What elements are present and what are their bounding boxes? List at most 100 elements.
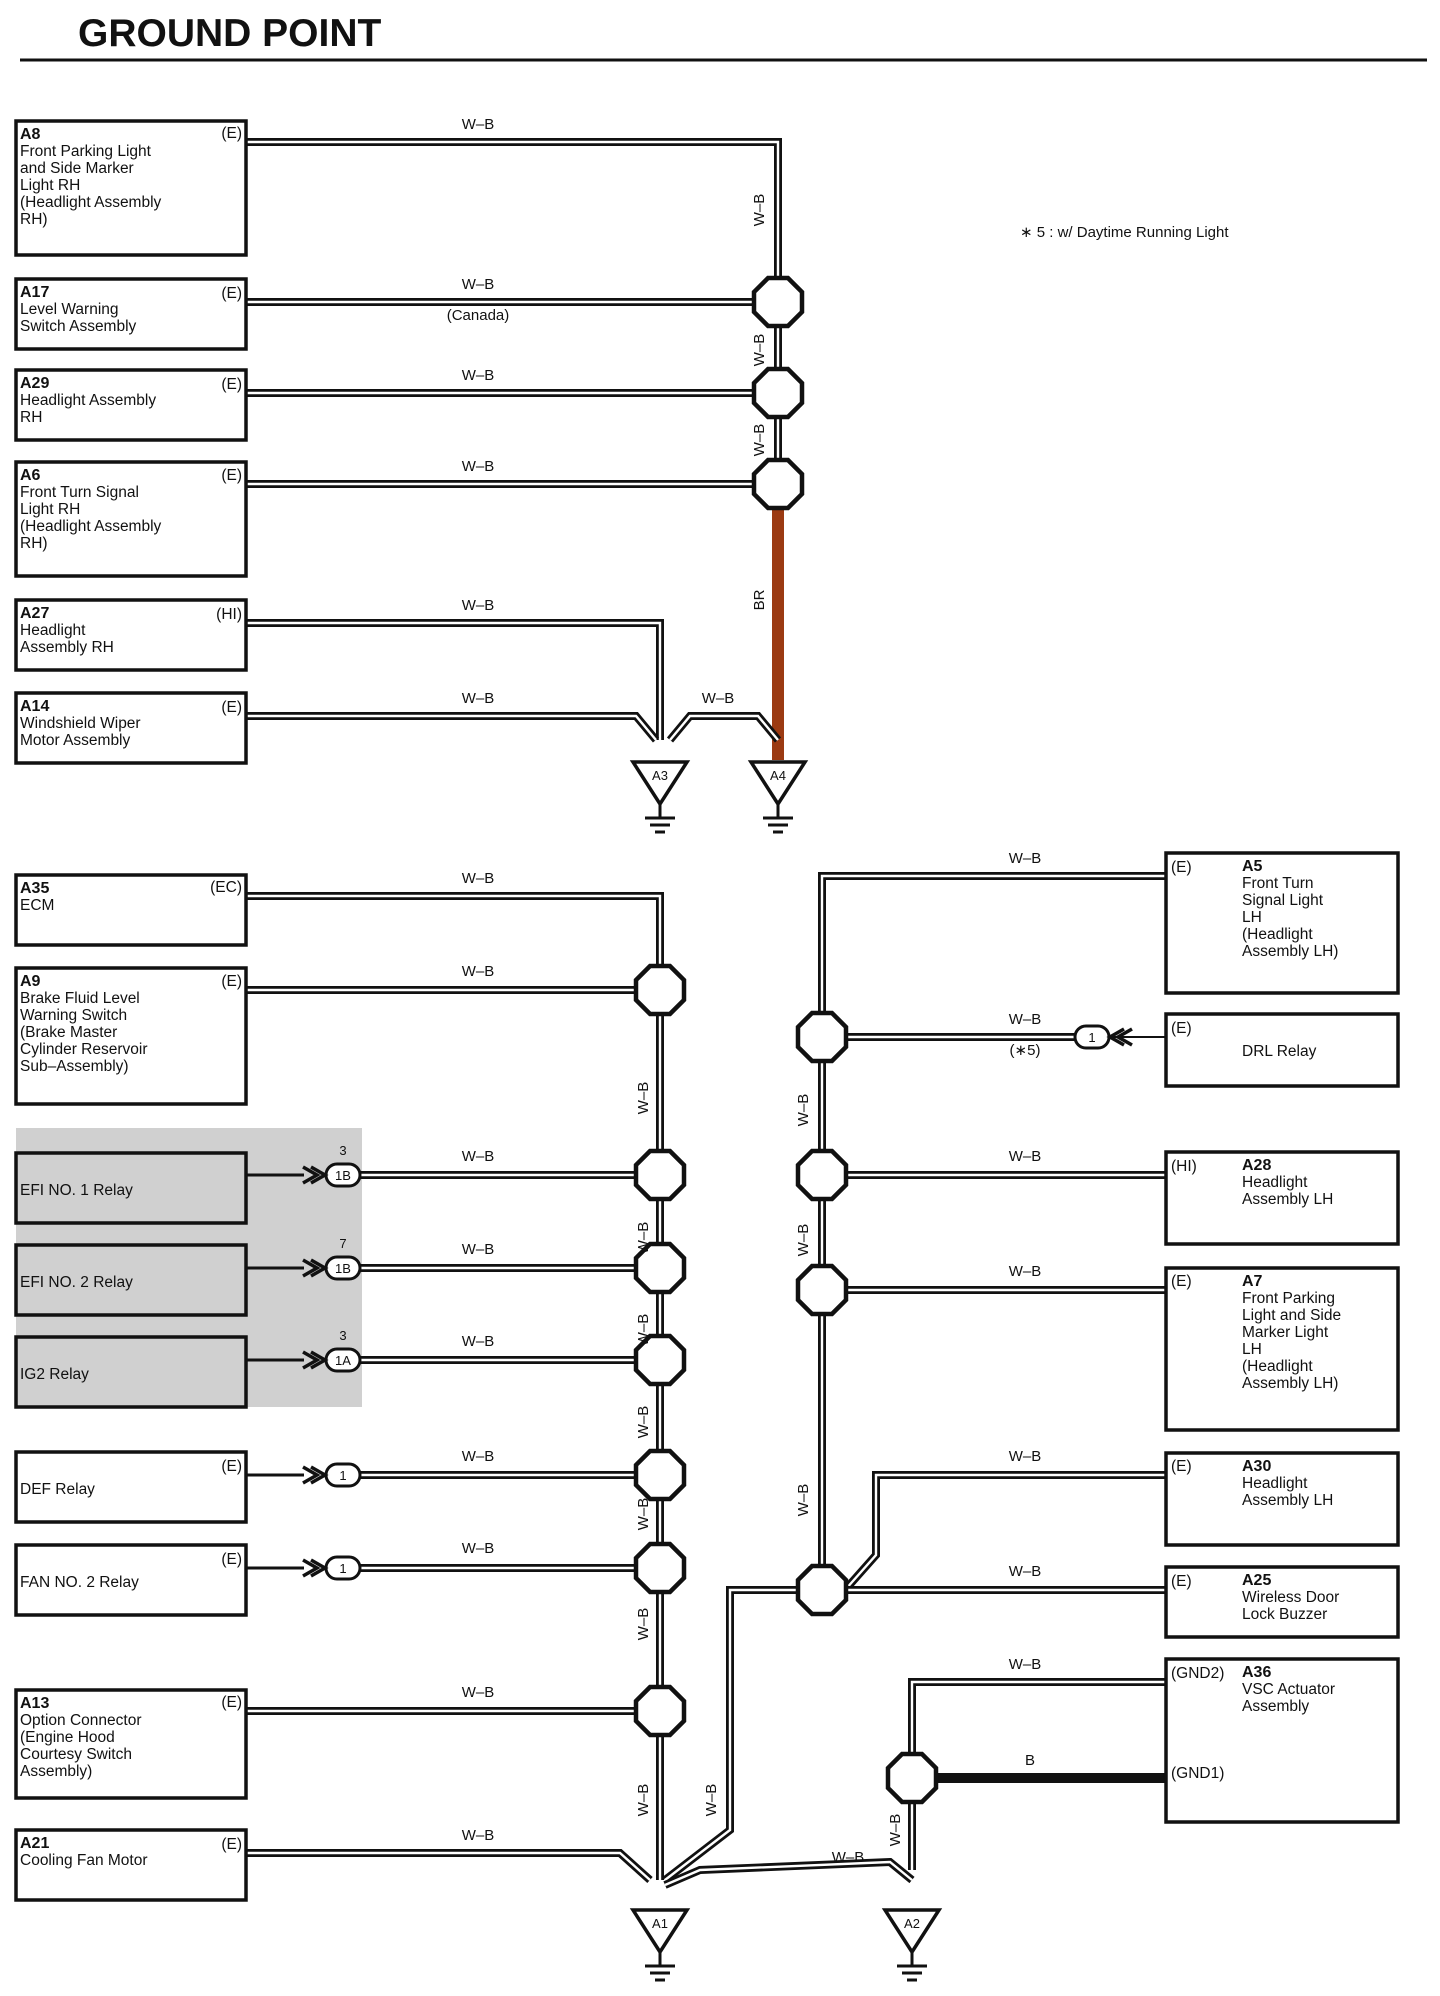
component-label-line: Level Warning <box>20 301 119 318</box>
wire-color-label: W–B <box>462 458 495 475</box>
component-label-line: Brake Fluid Level <box>20 990 140 1007</box>
wire-color-label: W–B <box>703 1784 720 1817</box>
splice-a17 <box>751 275 805 329</box>
component-label-line: Assembly LH <box>1242 1191 1333 1208</box>
wire-color-label: W–B <box>462 1827 495 1844</box>
ground-g_a2: A2 <box>881 1908 943 1982</box>
wire-color-label: (∗5) <box>1010 1042 1041 1059</box>
splice-left-bus <box>633 1148 687 1202</box>
connector-c_ig2: 1A3 <box>302 1328 362 1373</box>
splice-left-bus <box>633 1448 687 1502</box>
wire-color-label: W–B <box>795 1094 812 1127</box>
component-id: A14 <box>20 698 49 715</box>
component-label-line: (Headlight Assembly <box>20 194 162 211</box>
wire-color-label: W–B <box>1009 1448 1042 1465</box>
connector-c_efi1: 1B3 <box>302 1143 362 1188</box>
component-label-line: Assembly RH <box>20 639 114 656</box>
wire-color-label: W–B <box>1009 1011 1042 1028</box>
connector-label: 1 <box>1088 1030 1095 1045</box>
ground-g_a1: A1 <box>629 1908 691 1982</box>
component-label-line: Front Turn <box>1242 875 1314 892</box>
pin-label: (E) <box>221 1836 242 1853</box>
component-efi2: EFI NO. 2 Relay <box>14 1243 248 1317</box>
wire-color-label: W–B <box>795 1224 812 1257</box>
wire-color-label: W–B <box>462 870 495 887</box>
wire-a36-gnd2 <box>908 1678 1166 1868</box>
wire-color-label: W–B <box>1009 1563 1042 1580</box>
wire-color-label: W–B <box>462 1540 495 1557</box>
ground-g_a3: A3 <box>629 760 691 834</box>
wire-color-label: B <box>1025 1752 1035 1769</box>
splice-a6 <box>751 457 805 511</box>
pin-label: (E) <box>221 125 242 142</box>
pin-label: (E) <box>221 376 242 393</box>
component-label-line: IG2 Relay <box>20 1366 89 1383</box>
splice-right-bus <box>795 1563 849 1617</box>
pin-label: (E) <box>1171 859 1192 876</box>
wire-color-label: W–B <box>795 1484 812 1517</box>
wire-color-label: W–B <box>751 194 768 227</box>
wire-a21 <box>246 1849 653 1883</box>
component-label-line: Headlight <box>20 622 86 639</box>
pin-label: (E) <box>1171 1020 1192 1037</box>
splice-right-bus <box>795 1010 849 1064</box>
component-id: A5 <box>1242 858 1263 875</box>
component-label-line: Light and Side <box>1242 1307 1341 1324</box>
component-id: A21 <box>20 1835 49 1852</box>
component-label-line: Assembly LH) <box>1242 1375 1338 1392</box>
pin-label: (E) <box>221 973 242 990</box>
component-efi1: EFI NO. 1 Relay <box>14 1151 248 1225</box>
component-label-line: Light RH <box>20 177 80 194</box>
wire-color-label: W–B <box>635 1498 652 1531</box>
pin-label: (HI) <box>216 606 242 623</box>
splice-left-bus <box>633 1541 687 1595</box>
component-label-line: Headlight <box>1242 1475 1308 1492</box>
component-label-line: Headlight Assembly <box>20 392 156 409</box>
component-label-line: LH <box>1242 1341 1262 1358</box>
component-label-line: Front Parking Light <box>20 143 152 160</box>
component-label-line: Front Turn Signal <box>20 484 139 501</box>
wire-color-label: BR <box>751 589 768 610</box>
connector-arrow <box>302 1165 329 1185</box>
wire-color-label: W–B <box>462 1333 495 1350</box>
component-label-line: Light RH <box>20 501 80 518</box>
component-label-line: LH <box>1242 909 1262 926</box>
connector-c_fan2: 1 <box>302 1555 362 1581</box>
splice-layer <box>633 275 939 1805</box>
pin-label: (E) <box>1171 1273 1192 1290</box>
component-label-line: Option Connector <box>20 1712 142 1729</box>
connector-label: 1B <box>335 1261 351 1276</box>
component-ig2: IG2 Relay <box>14 1335 248 1409</box>
component-id: A27 <box>20 605 49 622</box>
wire-color-label: W–B <box>462 1241 495 1258</box>
component-id: A36 <box>1242 1664 1271 1681</box>
wire-color-label: W–B <box>1009 1148 1042 1165</box>
wire-layer <box>246 138 1166 1889</box>
wire-color-label: W–B <box>1009 1263 1042 1280</box>
component-label-line: Lock Buzzer <box>1242 1606 1327 1623</box>
wire-a3-a4 <box>666 712 782 743</box>
splice-a29 <box>751 366 805 420</box>
ground-label: A1 <box>652 1916 668 1931</box>
component-label-line: Sub–Assembly) <box>20 1058 129 1075</box>
component-id: A7 <box>1242 1273 1263 1290</box>
connector-label: 1 <box>339 1468 346 1483</box>
wire-color-label: W–B <box>635 1784 652 1817</box>
component-id: A8 <box>20 126 41 143</box>
pin-label: (E) <box>1171 1458 1192 1475</box>
connector-label: 1A <box>335 1353 351 1368</box>
wire-color-label: W–B <box>462 1684 495 1701</box>
component-label-line: RH) <box>20 535 48 552</box>
wire-color-label: W–B <box>462 690 495 707</box>
